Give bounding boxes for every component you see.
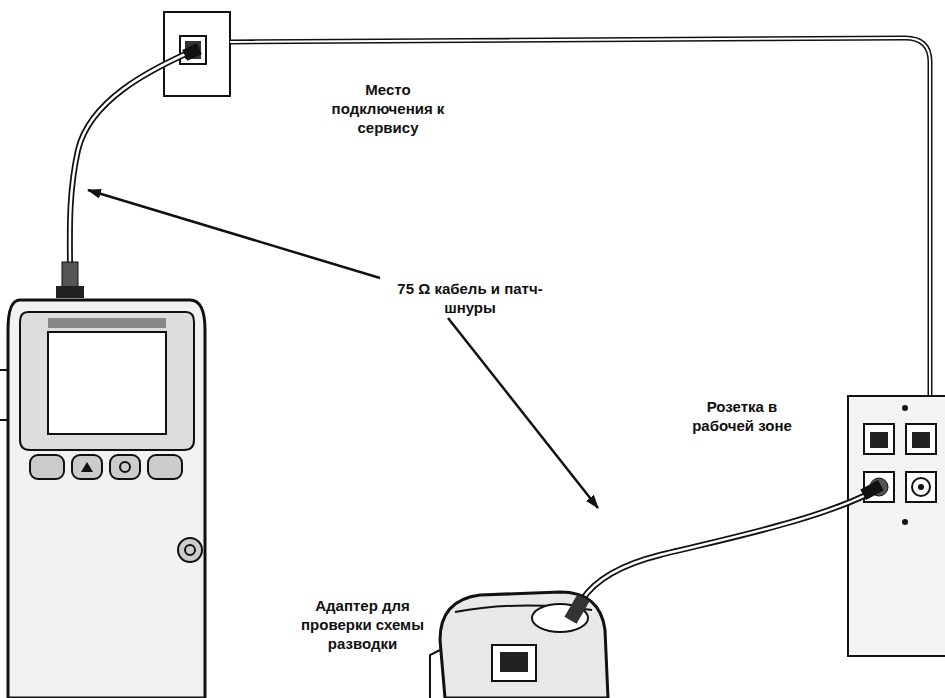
pointer-arrow: [88, 190, 380, 278]
patch-cord-adapter: [582, 490, 876, 600]
work-area-outlet: [848, 396, 945, 656]
patch-cord-tester: [70, 52, 190, 268]
adapter-label: Адаптер для проверки схемы разводки: [295, 596, 430, 653]
horizontal-cable: [230, 38, 930, 398]
wiremap-adapter: [430, 592, 608, 698]
cable-label: 75 Ω кабель и патч-шнуры: [395, 279, 545, 317]
pointer-arrow: [448, 318, 598, 508]
cable-tester: [0, 262, 205, 698]
wall-plate: [164, 12, 230, 96]
service-point-label: Место подключения к сервису: [318, 80, 458, 137]
outlet-label: Розетка в рабочей зоне: [687, 397, 797, 435]
